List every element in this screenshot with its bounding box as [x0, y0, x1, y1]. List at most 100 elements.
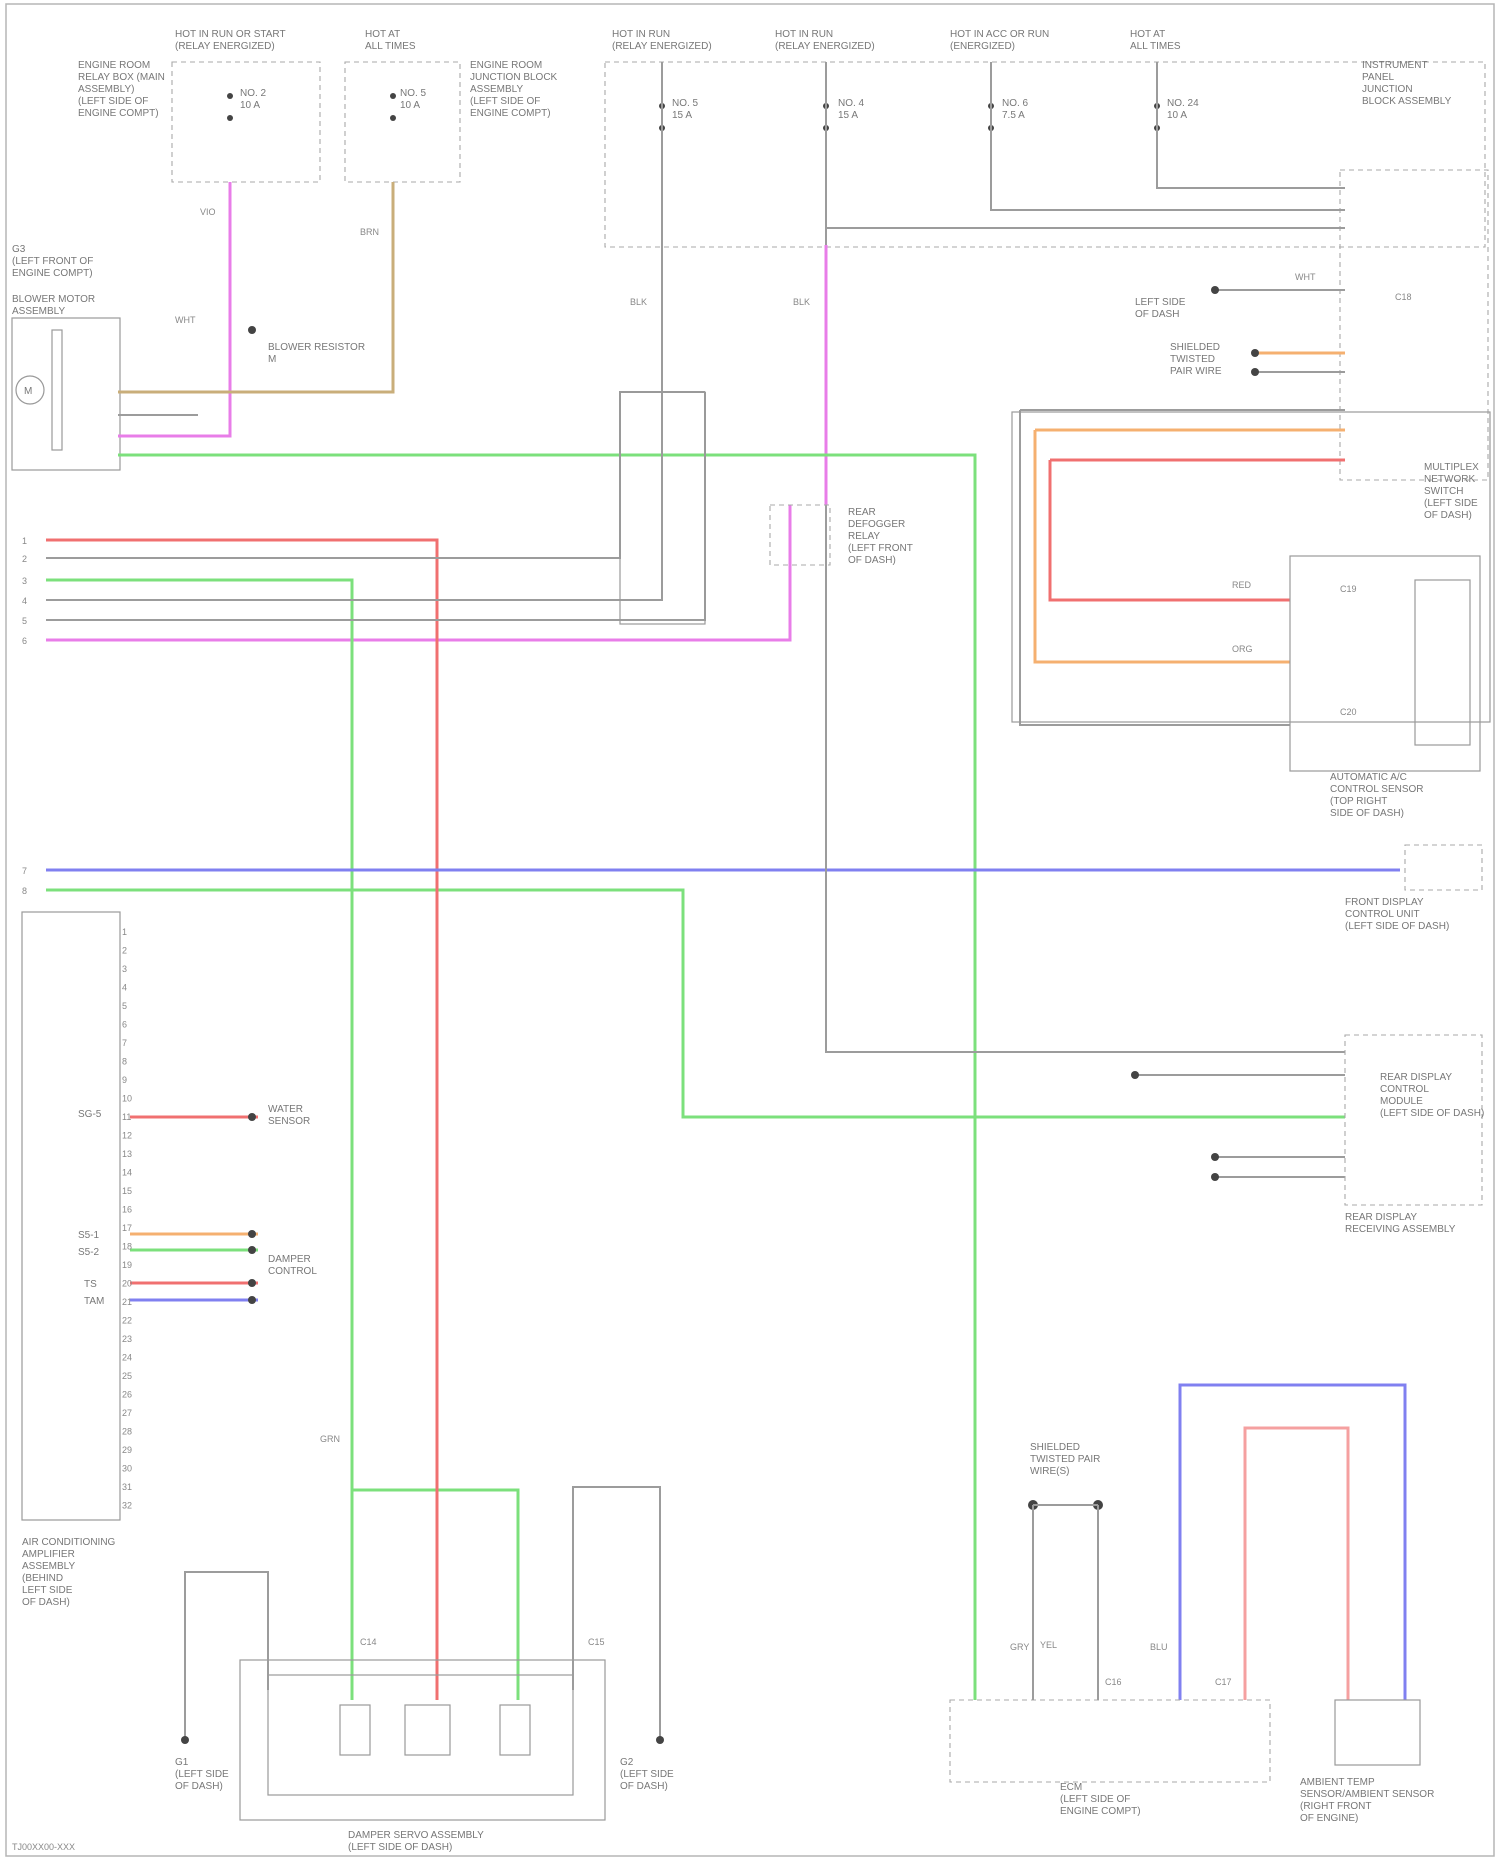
wire-label-violet: VIO: [200, 207, 216, 217]
wire-gray-3: [46, 392, 705, 620]
connector-c15: C15: [588, 1637, 605, 1647]
wire-gray-2: [46, 392, 662, 600]
wire-red-down: [46, 540, 437, 1700]
wire-green-mid: [46, 890, 1345, 1117]
amp-pin-13: 13: [122, 1149, 132, 1159]
amp-pin-6: 6: [122, 1020, 127, 1030]
ecm-label: ECM(LEFT SIDE OFENGINE COMPT): [1060, 1782, 1141, 1817]
ground-top-right-label: LEFT SIDEOF DASH: [1135, 297, 1186, 320]
amplifier-pin-numbers: 1234567891011121314151617181920212223242…: [122, 927, 132, 1511]
left-terminal-6: 6: [22, 636, 27, 646]
wire-green-down: [46, 580, 352, 1700]
amp-pin-e: TAM: [84, 1296, 104, 1307]
left-terminal-8: 8: [22, 886, 27, 896]
left-terminal-2: 2: [22, 554, 27, 564]
amp-pin-4: 4: [122, 983, 127, 993]
amp-pin-22: 22: [122, 1316, 132, 1326]
left-terminal-4: 4: [22, 596, 27, 606]
amp-pin-28: 28: [122, 1427, 132, 1437]
wire-label-grn: GRN: [320, 1434, 340, 1444]
amp-pin-3: 3: [122, 964, 127, 974]
amp-pin-8: 8: [122, 1057, 127, 1067]
wire-label-wht-a: WHT: [175, 315, 196, 325]
amp-pin-23: 23: [122, 1334, 132, 1344]
amp-pin-31: 31: [122, 1482, 132, 1492]
motor-symbol: M: [24, 386, 32, 397]
footer-code: TJ00XX00-XXX: [12, 1842, 75, 1852]
wire-label-blu: BLU: [1150, 1642, 1168, 1652]
wire-gray-defogger: [826, 505, 1345, 1052]
amp-pin-27: 27: [122, 1408, 132, 1418]
rear-display-label: REAR DISPLAYCONTROLMODULE(LEFT SIDE OF D…: [1380, 1072, 1484, 1119]
amp-pin-c: S5-2: [78, 1247, 100, 1258]
wire-gray-right-box: [1020, 410, 1345, 725]
ecm: ECM(LEFT SIDE OFENGINE COMPT): [950, 1700, 1270, 1817]
left-terminal-5: 5: [22, 616, 27, 626]
amp-pin-16: 16: [122, 1205, 132, 1215]
ambient-sensor-label: AMBIENT TEMPSENSOR/AMBIENT SENSOR(RIGHT …: [1300, 1777, 1434, 1824]
ac-amplifier-label: AIR CONDITIONINGAMPLIFIERASSEMBLY(BEHIND…: [22, 1537, 116, 1608]
wire-green-main: [118, 455, 975, 1700]
wire-label-red: RED: [1232, 580, 1252, 590]
amp-pin-15: 15: [122, 1186, 132, 1196]
amp-pin-11: 11: [122, 1112, 131, 1122]
wire-brown: [118, 182, 393, 392]
fuse-4-title: HOT IN RUN(RELAY ENERGIZED): [775, 29, 875, 52]
amp-pin-a: SG-5: [78, 1109, 102, 1120]
amp-pin-29: 29: [122, 1445, 132, 1455]
connector-c14: C14: [360, 1637, 377, 1647]
connector-c16: C16: [1105, 1677, 1122, 1687]
wire-label-blk-a: BLK: [630, 297, 647, 307]
amp-pin-19: 19: [122, 1260, 132, 1270]
fuse-3-title: HOT IN RUN(RELAY ENERGIZED): [612, 29, 712, 52]
amp-pin-25: 25: [122, 1371, 132, 1381]
wire-red-right: [1050, 460, 1290, 600]
amp-pin-21: 21: [122, 1297, 132, 1307]
wire-blue-bottom: [1180, 1385, 1405, 1700]
wire-label-brown: BRN: [360, 227, 379, 237]
auto-control-sensor: AUTOMATIC A/CCONTROL SENSOR(TOP RIGHTSID…: [1290, 462, 1480, 819]
amp-pin-5: 5: [122, 1001, 127, 1011]
wire-orange-right: [1035, 430, 1290, 662]
left-terminal-3: 3: [22, 576, 27, 586]
ground-g1: G1(LEFT SIDEOF DASH): [175, 1736, 229, 1792]
connector-c17: C17: [1215, 1677, 1232, 1687]
fuse-box-left-title: HOT IN RUN OR START(RELAY ENERGIZED): [175, 29, 286, 52]
wire-label-gry: GRY: [1010, 1642, 1029, 1652]
amp-pin-26: 26: [122, 1390, 132, 1400]
fuse-5-title: HOT IN ACC OR RUN(ENERGIZED): [950, 29, 1049, 52]
wire-pink-bottom: [1245, 1428, 1348, 1700]
left-terminal-7: 7: [22, 866, 27, 876]
wire-label-wht-b: WHT: [1295, 272, 1316, 282]
fuse-3-rating: NO. 515 A: [672, 98, 699, 121]
amp-pin-d: TS: [84, 1279, 97, 1290]
amp-pin-30: 30: [122, 1464, 132, 1474]
fuse-box-left: HOT IN RUN OR START(RELAY ENERGIZED) ENG…: [78, 29, 320, 182]
amp-pin-10: 10: [122, 1094, 132, 1104]
amp-pin-9: 9: [122, 1075, 127, 1085]
